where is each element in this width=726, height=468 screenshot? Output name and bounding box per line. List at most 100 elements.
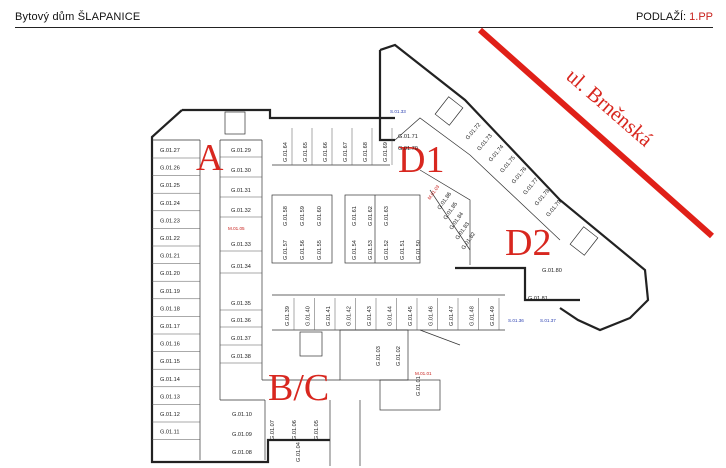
- space-label-top: G.01.68: [363, 142, 369, 162]
- space-label-inner: G.01.38: [231, 354, 251, 360]
- space-label-bottom: G.01.04: [296, 442, 302, 462]
- zone-label-a: A: [196, 137, 224, 179]
- space-label-inner: G.01.33: [231, 242, 251, 248]
- space-label-d2: G.01.75: [499, 155, 516, 174]
- space-label-d1: G.01.70: [398, 146, 418, 152]
- floor-value: 1.PP: [689, 11, 713, 23]
- zone-label-bc: B/C: [268, 367, 329, 409]
- space-label-bottom: G.01.05: [314, 420, 320, 440]
- space-label-bc: G.01.02: [396, 346, 402, 366]
- space-label-inner: G.01.37: [231, 336, 251, 342]
- space-label-bottom: G.01.10: [232, 412, 252, 418]
- space-label-inner: G.01.32: [231, 208, 251, 214]
- space-label-left: G.01.18: [160, 306, 180, 312]
- space-label-center: G.01.51: [400, 240, 406, 260]
- zone-label-d1: D1: [398, 139, 444, 181]
- space-label-mid: G.01.56: [300, 240, 306, 260]
- space-label-left: G.01.12: [160, 412, 180, 418]
- space-label-left: G.01.20: [160, 271, 180, 277]
- space-label-bottom: G.01.07: [270, 420, 276, 440]
- space-label-top: G.01.66: [323, 142, 329, 162]
- space-label-mid: G.01.57: [283, 240, 289, 260]
- space-label-top: G.01.69: [383, 142, 389, 162]
- space-label-d2lower: G.01.80: [542, 268, 562, 274]
- building-outline: [150, 43, 650, 464]
- space-label-left: G.01.14: [160, 377, 180, 383]
- space-label-d2lower: G.01.81: [528, 296, 548, 302]
- space-label-lower: G.01.47: [449, 306, 455, 326]
- space-label-left: G.01.25: [160, 183, 180, 189]
- space-label-d1: G.01.71: [398, 134, 418, 140]
- space-label-center: G.01.63: [384, 206, 390, 226]
- space-label-lower: G.01.44: [388, 306, 394, 326]
- space-label-d2: G.01.73: [476, 133, 493, 152]
- space-label-lower: G.01.46: [429, 306, 435, 326]
- space-label-lower: G.01.42: [347, 306, 353, 326]
- space-label-mid: G.01.60: [317, 206, 323, 226]
- space-label-lower: G.01.40: [306, 306, 312, 326]
- red-tag: M.01.05: [228, 226, 245, 231]
- header-rule: [15, 27, 713, 28]
- space-label-top: G.01.65: [303, 142, 309, 162]
- space-label-center: G.01.62: [368, 206, 374, 226]
- space-label-left: G.01.13: [160, 394, 180, 400]
- space-label-mid: G.01.59: [300, 206, 306, 226]
- space-label-lower: G.01.45: [408, 306, 414, 326]
- space-label-lower: G.01.39: [285, 306, 291, 326]
- space-label-center: G.01.54: [352, 240, 358, 260]
- space-label-top: G.01.64: [283, 142, 289, 162]
- space-label-left: G.01.16: [160, 342, 180, 348]
- space-label-left: G.01.23: [160, 218, 180, 224]
- space-label-d2: G.01.76: [511, 166, 528, 185]
- space-label-inner: G.01.30: [231, 168, 251, 174]
- space-label-center: G.01.50: [416, 240, 422, 260]
- space-label-lower: G.01.48: [470, 306, 476, 326]
- blue-tag: S.01.37: [540, 318, 556, 323]
- space-label-left: G.01.27: [160, 148, 180, 154]
- project-title: Bytový dům ŠLAPANICE: [15, 11, 141, 23]
- page-header: Bytový dům ŠLAPANICE PODLAŽÍ: 1.PP: [0, 0, 726, 32]
- space-label-lower: G.01.49: [490, 306, 496, 326]
- space-label-left: G.01.21: [160, 254, 180, 260]
- space-label-top: G.01.67: [343, 142, 349, 162]
- space-label-center: G.01.61: [352, 206, 358, 226]
- space-label-inner: G.01.34: [231, 264, 251, 270]
- space-label-bc: G.01.01: [416, 376, 422, 396]
- street-edge-line: [478, 27, 714, 239]
- space-label-lower: G.01.41: [326, 306, 332, 326]
- space-label-bc: G.01.03: [376, 346, 382, 366]
- space-label-inner: G.01.35: [231, 301, 251, 307]
- space-label-left: G.01.19: [160, 289, 180, 295]
- space-label-left: G.01.22: [160, 236, 180, 242]
- space-label-center: G.01.52: [384, 240, 390, 260]
- space-label-left: G.01.26: [160, 166, 180, 172]
- space-label-bottom: G.01.08: [232, 450, 252, 456]
- space-label-d2: G.01.72: [465, 122, 482, 141]
- space-label-lower: G.01.43: [367, 306, 373, 326]
- space-label-left: G.01.24: [160, 201, 180, 207]
- space-label-bottom: G.01.09: [232, 432, 252, 438]
- space-label-center: G.01.53: [368, 240, 374, 260]
- blue-tag: S.01.36: [508, 318, 524, 323]
- space-label-mid: G.01.55: [317, 240, 323, 260]
- space-label-d2: G.01.74: [488, 144, 505, 163]
- space-label-d2: G.01.78: [534, 188, 551, 207]
- space-label-left: G.01.15: [160, 359, 180, 365]
- red-tag: M.01.01: [415, 371, 432, 376]
- stall-dividers: [152, 128, 500, 440]
- space-label-inner: G.01.29: [231, 148, 251, 154]
- space-label-inner: G.01.36: [231, 318, 251, 324]
- blue-tag: S.01.33: [390, 109, 406, 114]
- space-label-left: G.01.11: [160, 430, 180, 436]
- space-label-bottom: G.01.06: [292, 420, 298, 440]
- floor-label: PODLAŽÍ:: [635, 11, 687, 23]
- red-tag: M.01.03: [427, 184, 441, 201]
- space-label-inner: G.01.31: [231, 188, 251, 194]
- floor-indicator: PODLAŽÍ: 1.PP: [636, 11, 713, 23]
- space-label-d2: G.01.77: [522, 177, 539, 196]
- space-label-left: G.01.17: [160, 324, 180, 330]
- space-label-mid: G.01.58: [283, 206, 289, 226]
- space-label-d2: G.01.79: [545, 199, 562, 218]
- street-label: ul. Brněnská: [562, 64, 658, 152]
